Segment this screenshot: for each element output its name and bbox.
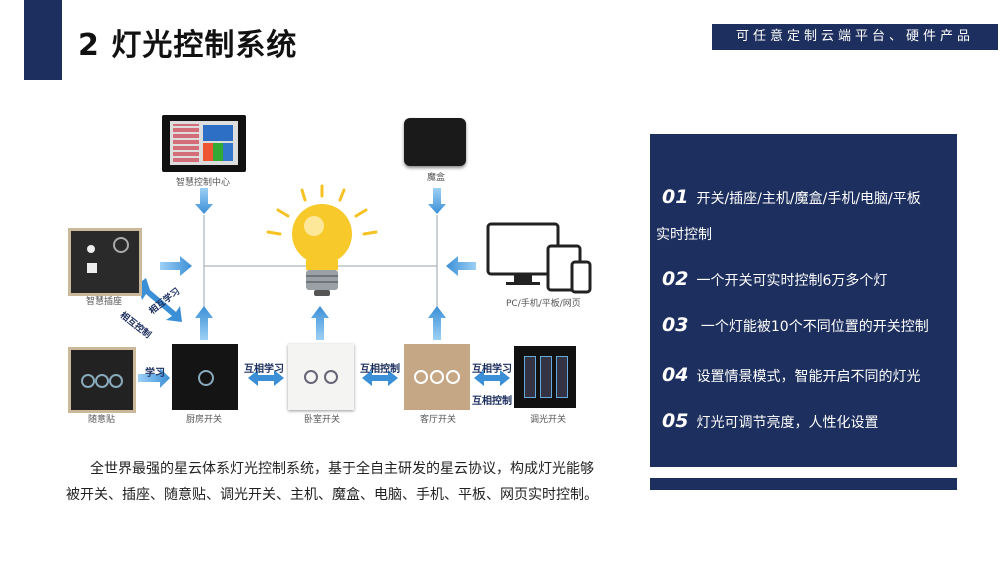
stick-anywhere-label: 随意贴 xyxy=(88,415,116,425)
magic-box-device xyxy=(404,118,466,166)
smart-socket-label: 智慧插座 xyxy=(86,297,123,307)
arrow-up-kitchen xyxy=(195,306,213,340)
feature-text: 一个灯能被10个不同位置的开关控制 xyxy=(696,319,929,335)
mutual-learn-label-1: 互相学习 xyxy=(244,364,284,375)
living-switch-label: 客厅开关 xyxy=(420,415,457,425)
light-bulb-icon xyxy=(266,184,378,296)
feature-item-04: 04 设置情景模式，智能开启不同的灯光 xyxy=(662,360,947,392)
arrow-mutual-3 xyxy=(474,370,510,386)
arrow-up-bedroom xyxy=(311,306,329,340)
panel-footer-bar xyxy=(650,478,957,490)
feature-item-05: 05 灯光可调节亮度，人性化设置 xyxy=(662,406,947,438)
feature-text: 一个开关可实时控制6万多个灯 xyxy=(696,273,888,289)
kitchen-switch-label: 厨房开关 xyxy=(186,415,223,425)
kitchen-switch-device xyxy=(172,344,238,410)
lighting-diagram: 智慧控制中心 魔盒 智慧插座 PC/手机/平板/网页 随意贴 厨房开关 卧室开关… xyxy=(68,115,592,425)
arrow-down-magicbox xyxy=(428,188,446,214)
arrow-diagonal xyxy=(138,278,182,322)
feature-text: 设置情景模式，智能开启不同的灯光 xyxy=(696,369,921,385)
feature-item-01-cont: 实时控制 xyxy=(656,220,947,250)
living-switch-device xyxy=(404,344,470,410)
stick-anywhere-device xyxy=(68,347,136,413)
dimmer-switch-device xyxy=(514,346,576,408)
arrow-down-center xyxy=(195,188,213,214)
pc-mobile-icon xyxy=(486,222,592,294)
diagram-lines xyxy=(138,188,510,388)
top-banner: 可任意定制云端平台、硬件产品 xyxy=(712,24,998,50)
page-title: 2 灯光控制系统 xyxy=(78,28,298,63)
dimmer-switch-label: 调光开关 xyxy=(530,415,567,425)
mutual-control-label-2: 互相控制 xyxy=(472,396,512,407)
feature-number: 01 xyxy=(662,186,689,208)
arrow-mutual-1 xyxy=(248,370,284,386)
magic-box-label: 魔盒 xyxy=(427,173,446,183)
bedroom-switch-device xyxy=(288,344,354,410)
feature-item-01: 01 开关/插座/主机/魔盒/手机/电脑/平板 xyxy=(662,182,947,214)
mutual-control-label-1: 互相控制 xyxy=(360,364,400,375)
control-center-device xyxy=(162,115,246,172)
title-accent-bar xyxy=(24,0,62,80)
arrow-up-living xyxy=(428,306,446,340)
feature-text: 开关/插座/主机/魔盒/手机/电脑/平板 xyxy=(696,191,921,207)
learn-label: 学习 xyxy=(145,368,165,379)
feature-number: 03 xyxy=(662,314,689,336)
feature-number: 04 xyxy=(662,364,689,386)
arrow-right-socket xyxy=(160,256,192,276)
feature-item-03: 03 一个灯能被10个不同位置的开关控制 xyxy=(662,310,947,342)
feature-number: 02 xyxy=(662,268,689,290)
arrow-left-pc xyxy=(446,256,476,276)
arrow-mutual-2 xyxy=(362,370,398,386)
feature-item-02: 02 一个开关可实时控制6万多个灯 xyxy=(662,264,947,296)
control-center-label: 智慧控制中心 xyxy=(176,178,231,188)
arrow-learn xyxy=(138,368,170,388)
feature-text: 灯光可调节亮度，人性化设置 xyxy=(696,415,879,431)
mutual-learn-label-2: 互相学习 xyxy=(472,364,512,375)
feature-number: 05 xyxy=(662,410,689,432)
pc-mobile-label: PC/手机/平板/网页 xyxy=(506,299,581,309)
smart-socket-device xyxy=(68,228,142,296)
description-text: 全世界最强的星云体系灯光控制系统，基于全自主研发的星云协议，构成灯光能够被开关、… xyxy=(66,461,598,503)
feature-text: 实时控制 xyxy=(656,227,712,243)
bedroom-switch-label: 卧室开关 xyxy=(304,415,341,425)
features-panel: 01 开关/插座/主机/魔盒/手机/电脑/平板 实时控制 02 一个开关可实时控制6… xyxy=(650,134,957,467)
